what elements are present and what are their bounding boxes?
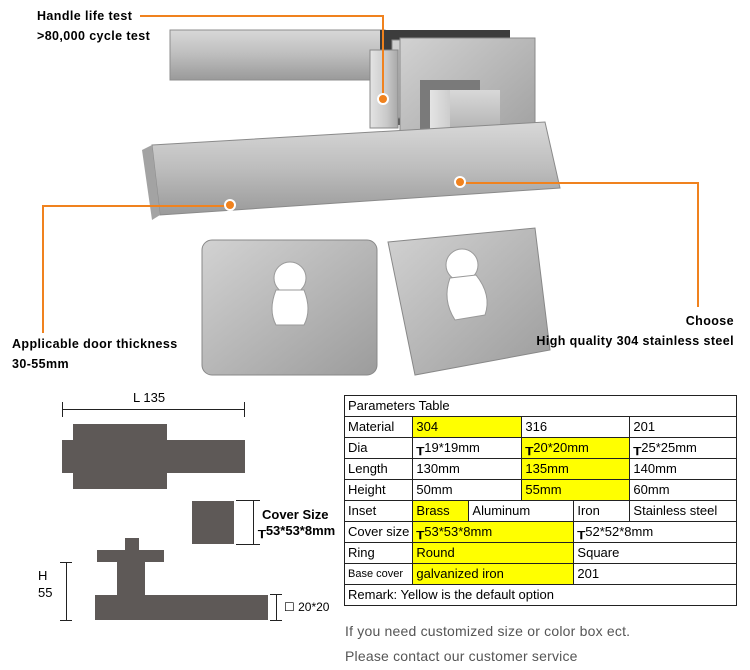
row-label: Inset (343, 500, 414, 522)
cover-plate-shape (192, 501, 234, 544)
handle-side-view-bar (95, 595, 268, 620)
height-label-h: H (38, 568, 48, 583)
callout-dot (454, 176, 466, 188)
table-cell: 50mm (412, 479, 523, 501)
handle-side-view-spindle (125, 538, 139, 550)
row-label: Dia (343, 437, 414, 459)
table-remark: Remark: Yellow is the default option (343, 584, 738, 606)
table-cell: Round (412, 542, 575, 564)
table-cell: Aluminum (468, 500, 575, 522)
door-thickness-value: 30-55mm (12, 357, 69, 371)
table-cell: ┰53*53*8mm (412, 521, 575, 543)
callout-line (42, 205, 230, 207)
dimension-tick (62, 402, 63, 417)
handle-top-view-bar (62, 440, 245, 473)
dimension-tick (60, 562, 72, 563)
table-cell: ┰52*52*8mm (573, 521, 738, 543)
dimension-line (62, 409, 245, 410)
callout-line (140, 15, 383, 17)
row-label: Material (343, 416, 414, 438)
callout-line (382, 15, 384, 100)
product-photo (142, 29, 561, 376)
escutcheon-left (201, 239, 378, 376)
dimension-tick (60, 620, 72, 621)
footer-line-2: Please contact our customer service (345, 648, 578, 664)
table-row: Inset Brass Aluminum Iron Stainless stee… (343, 500, 738, 522)
height-label-value: 55 (38, 585, 53, 600)
table-row: Base cover galvanized iron 201 (343, 563, 738, 585)
table-title: Parameters Table (343, 395, 738, 417)
table-row: Parameters Table (343, 395, 738, 417)
table-cell: Square (573, 542, 738, 564)
table-cell: 201 (573, 563, 738, 585)
cover-size-title: Cover Size (262, 507, 329, 522)
table-cell: galvanized iron (412, 563, 575, 585)
dimension-line (276, 594, 277, 621)
length-label: L 135 (133, 390, 166, 405)
dimension-line (236, 544, 260, 545)
dimension-tick (244, 402, 245, 417)
footer-line-1: If you need customized size or color box… (345, 623, 631, 639)
parameters-table: Parameters Table Material 304 316 201 Di… (343, 395, 738, 606)
callout-line (697, 182, 699, 307)
handle-life-value: >80,000 cycle test (37, 29, 151, 43)
table-cell: ┰20*20mm (521, 437, 631, 459)
table-cell: Iron (573, 500, 631, 522)
table-cell: 130mm (412, 458, 523, 480)
handle-side-view-neck (117, 562, 145, 595)
row-label: Height (343, 479, 414, 501)
row-label: Length (343, 458, 414, 480)
handle-side-view-cap (97, 550, 164, 562)
row-label: Base cover (343, 563, 414, 585)
choose-value: High quality 304 stainless steel (536, 334, 734, 348)
escutcheon-right (387, 227, 551, 376)
table-cell: ┰25*25mm (629, 437, 738, 459)
callout-line (42, 205, 44, 333)
choose-title: Choose (685, 314, 734, 328)
dimension-line (253, 500, 254, 545)
table-cell: Brass (412, 500, 470, 522)
table-cell: 316 (521, 416, 631, 438)
table-row: Ring Round Square (343, 542, 738, 564)
callout-line (460, 182, 698, 184)
table-cell: ┰19*19mm (412, 437, 523, 459)
table-cell: 60mm (629, 479, 738, 501)
table-cell: 135mm (521, 458, 631, 480)
dimension-line (66, 562, 67, 620)
handle-top-view-part (73, 473, 167, 489)
row-label: Cover size (343, 521, 414, 543)
handle-top-view-part (73, 424, 167, 440)
callout-dot (224, 199, 236, 211)
table-row: Height 50mm 55mm 60mm (343, 479, 738, 501)
table-cell: 201 (629, 416, 738, 438)
door-thickness-title: Applicable door thickness (12, 337, 178, 351)
table-row: Remark: Yellow is the default option (343, 584, 738, 606)
table-row: Material 304 316 201 (343, 416, 738, 438)
table-row: Length 130mm 135mm 140mm (343, 458, 738, 480)
bar-size-label: ☐ 20*20 (284, 600, 330, 614)
cover-size-value: ┰53*53*8mm (258, 523, 336, 538)
table-cell: 304 (412, 416, 523, 438)
front-handle (142, 121, 561, 220)
table-cell: Stainless steel (629, 500, 738, 522)
table-cell: 140mm (629, 458, 738, 480)
table-row: Dia ┰19*19mm ┰20*20mm ┰25*25mm (343, 437, 738, 459)
table-row: Cover size ┰53*53*8mm ┰52*52*8mm (343, 521, 738, 543)
row-label: Ring (343, 542, 414, 564)
dimension-line (236, 500, 260, 501)
handle-life-title: Handle life test (37, 9, 133, 23)
callout-dot (377, 93, 389, 105)
table-cell: 55mm (521, 479, 631, 501)
